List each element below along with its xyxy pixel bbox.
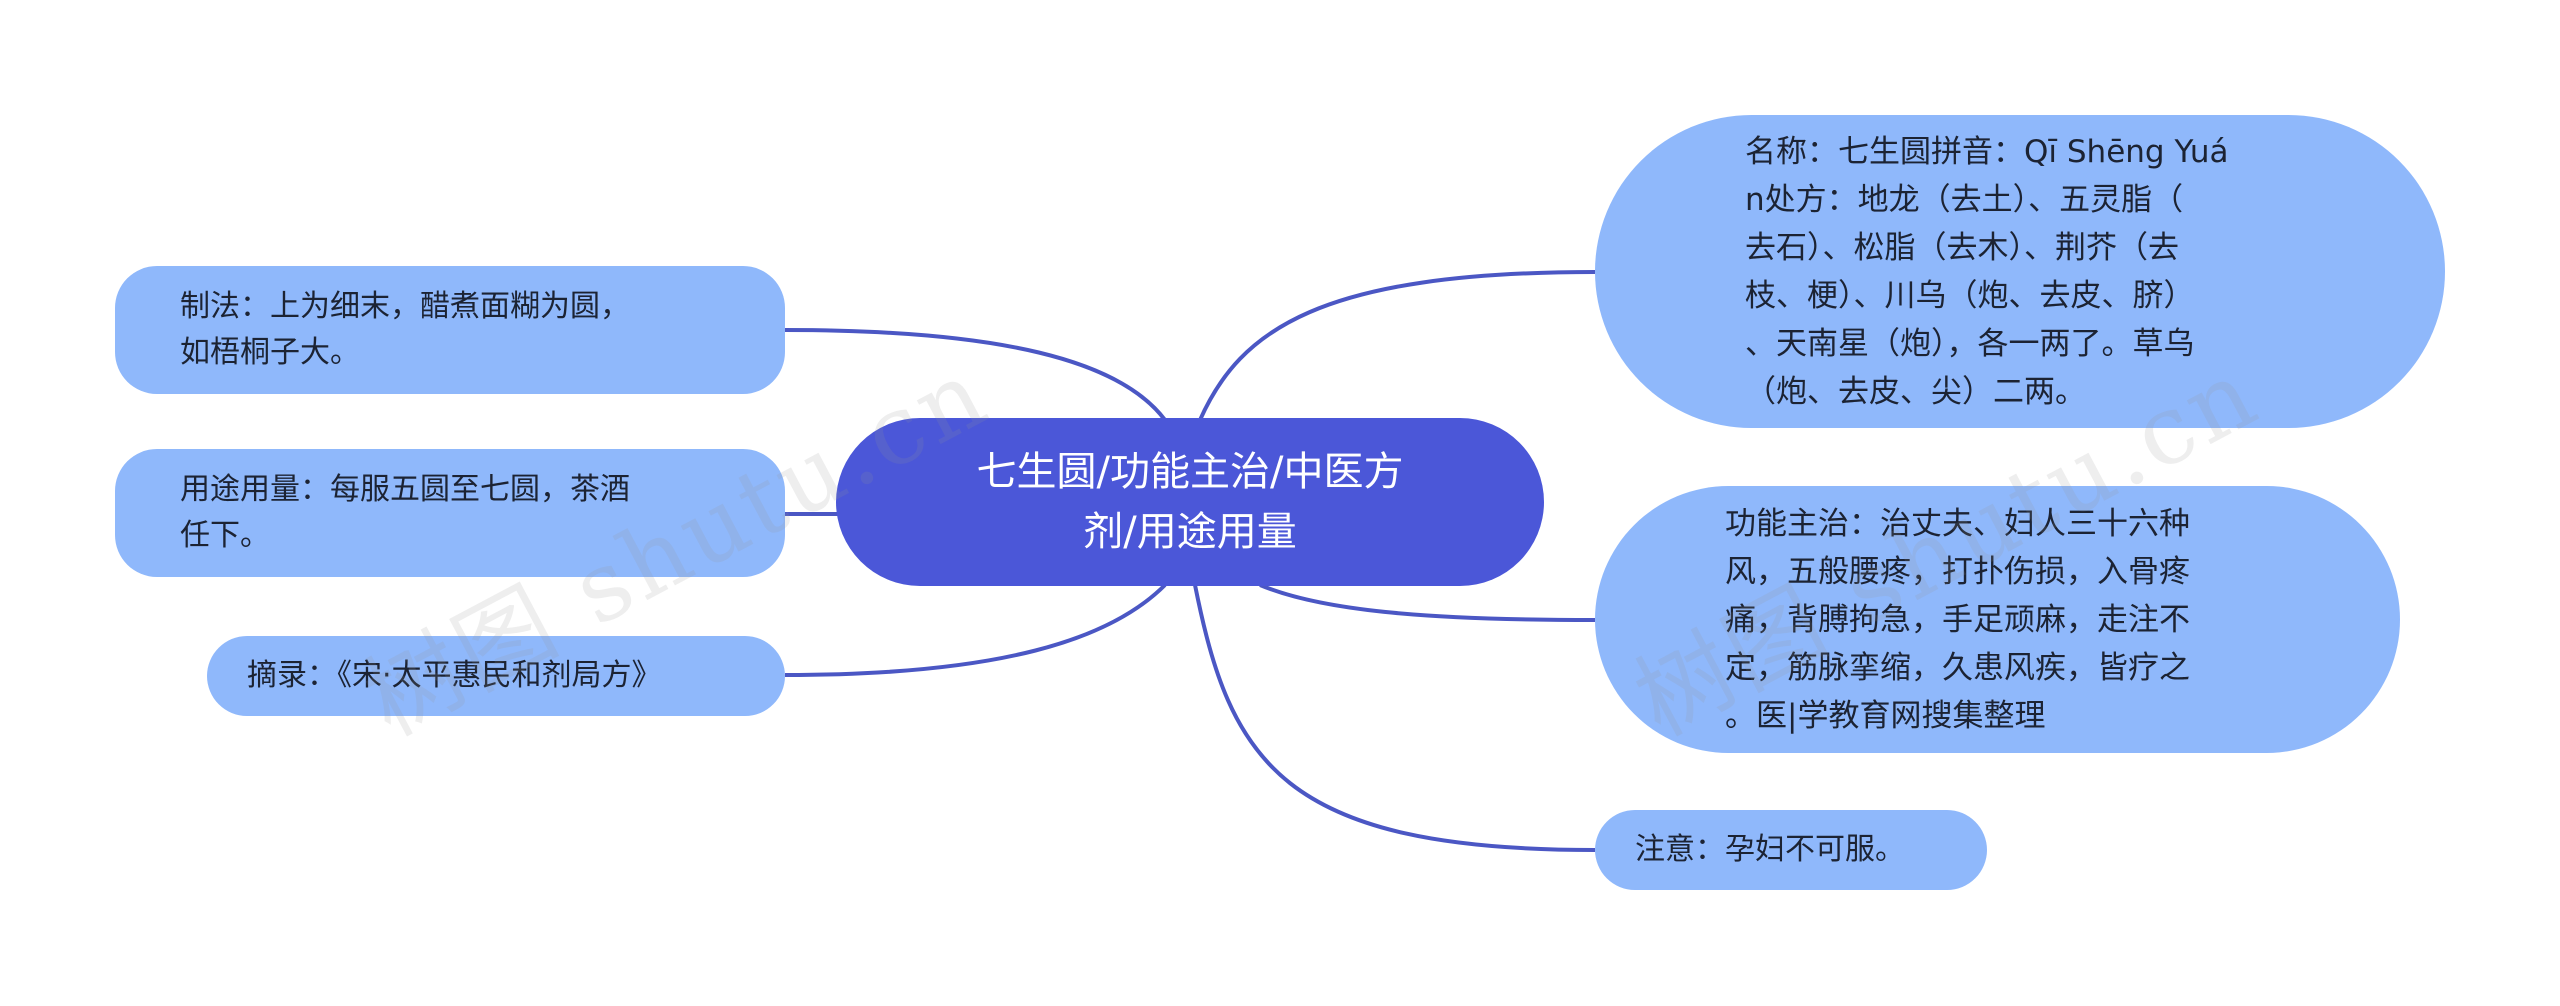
node-mingcheng-text: 名称：七生圆拼音：Qī Shēng Yuá n处方：地龙（去土）、五灵脂（ 去石…	[1745, 133, 2229, 410]
edge-zhuyi	[1193, 584, 1596, 852]
edge-gongneng	[1259, 583, 1596, 622]
edge-zhifa	[784, 328, 1167, 422]
node-gongneng-text: 功能主治：治丈夫、妇人三十六种 风，五般腰疼，打扑伤损，入骨疼 痛，背膊拘急，手…	[1725, 505, 2190, 734]
edge-mingcheng	[1198, 270, 1596, 421]
edge-zhailu	[784, 583, 1167, 677]
node-zhuyi[interactable]: 注意：孕妇不可服。	[1595, 810, 1987, 890]
node-zhifa-text: 制法：上为细末，醋煮面糊为圆， 如梧桐子大。	[180, 289, 630, 370]
node-gongneng[interactable]: 功能主治：治丈夫、妇人三十六种 风，五般腰疼，打扑伤损，入骨疼 痛，背膊拘急，手…	[1595, 486, 2400, 753]
node-mingcheng[interactable]: 名称：七生圆拼音：Qī Shēng Yuá n处方：地龙（去土）、五灵脂（ 去石…	[1595, 115, 2445, 428]
node-yongtu[interactable]: 用途用量：每服五圆至七圆，茶酒 任下。	[115, 449, 785, 577]
central-topic-label: 七生圆/功能主治/中医方 剂/用途用量	[976, 449, 1404, 555]
node-zhailu-text: 摘录：《宋·太平惠民和剂局方》	[247, 658, 662, 693]
node-zhuyi-text: 注意：孕妇不可服。	[1635, 832, 1905, 867]
node-yongtu-text: 用途用量：每服五圆至七圆，茶酒 任下。	[180, 472, 630, 553]
node-zhifa[interactable]: 制法：上为细末，醋煮面糊为圆， 如梧桐子大。	[115, 266, 785, 394]
node-zhailu[interactable]: 摘录：《宋·太平惠民和剂局方》	[207, 636, 785, 716]
central-topic[interactable]: 七生圆/功能主治/中医方 剂/用途用量	[836, 418, 1544, 586]
